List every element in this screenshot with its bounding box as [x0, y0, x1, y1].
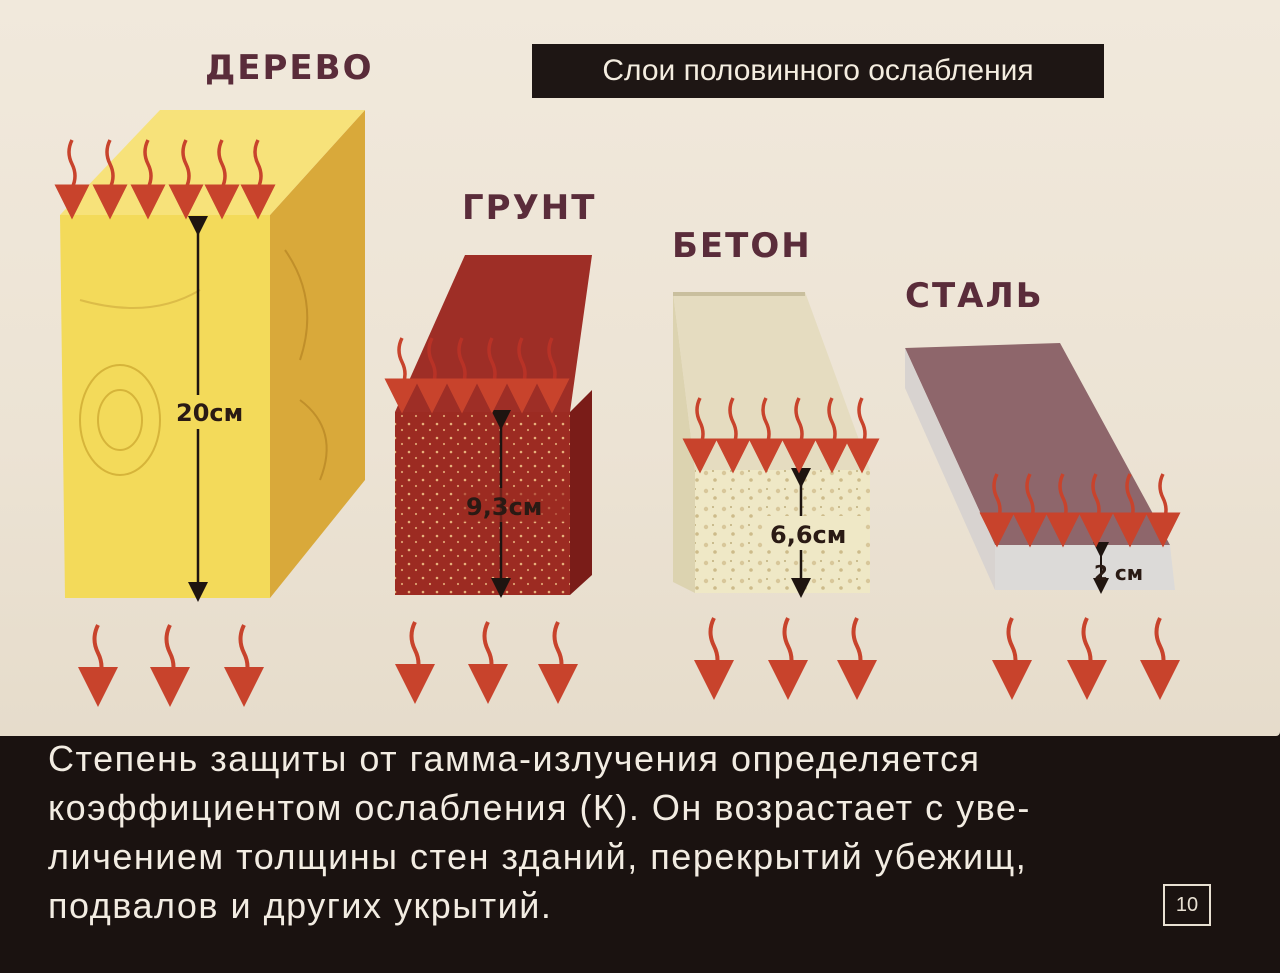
material-label-steel: СТАЛЬ: [905, 276, 1044, 316]
title-box: Слои половинного ослабления: [532, 44, 1104, 98]
concrete-block: [673, 292, 870, 598]
material-label-concrete: БЕТОН: [672, 226, 812, 266]
wood-block: [60, 110, 365, 602]
caption-line: коэффициентом ослабления (К). Он возраст…: [48, 787, 1031, 828]
soil-block: [395, 255, 592, 598]
steel-thickness-label: 2 см: [1094, 561, 1143, 585]
blocks-illustration: 20см 9,3см 6,6см 2 см: [54, 110, 1181, 707]
concrete-thickness-label: 6,6см: [770, 521, 846, 549]
outgoing-radiation-arrows: [78, 617, 1180, 707]
soil-thickness-label: 9,3см: [466, 493, 542, 521]
material-label-soil: ГРУНТ: [462, 188, 597, 228]
caption: Степень защиты от гамма-излучения опреде…: [48, 734, 1218, 930]
caption-line: Степень защиты от гамма-излучения опреде…: [48, 738, 981, 779]
page-number: 10: [1163, 884, 1211, 926]
caption-line: личением толщины стен зданий, перекрытий…: [48, 836, 1028, 877]
material-label-wood: ДЕРЕВО: [205, 48, 374, 88]
caption-line: подвалов и других укрытий.: [48, 885, 553, 926]
wood-thickness-label: 20см: [176, 399, 243, 427]
incoming-radiation-arrows: [54, 139, 1181, 548]
steel-block: [905, 343, 1175, 594]
